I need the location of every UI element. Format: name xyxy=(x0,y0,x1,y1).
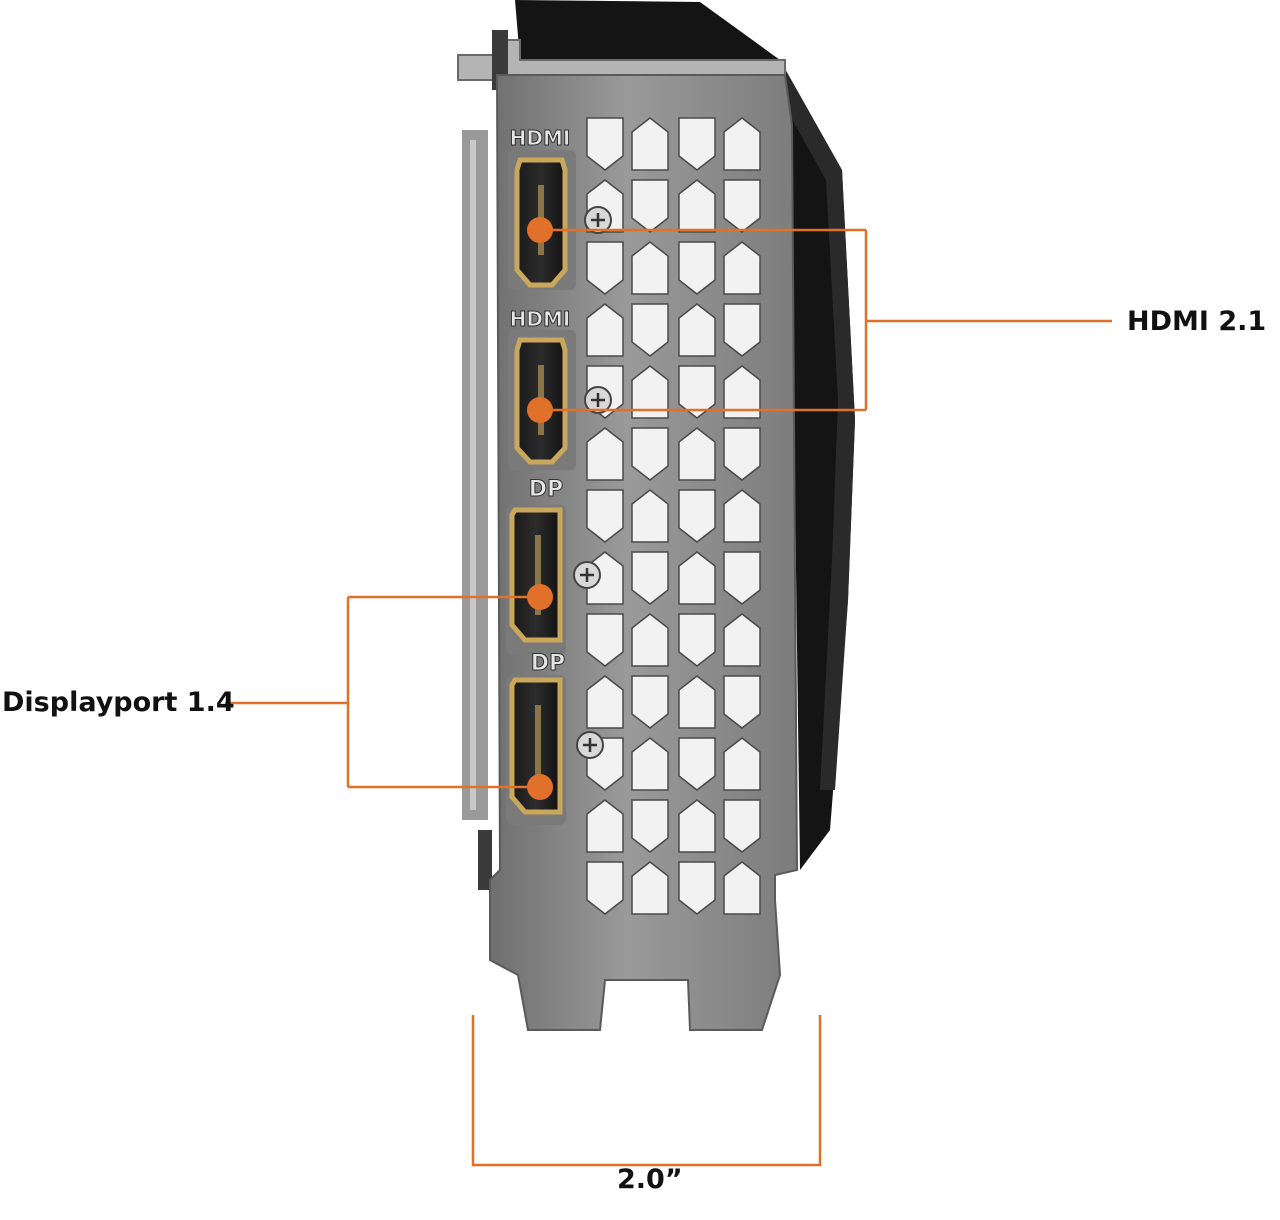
port-mark-hdmi-2: HDMI xyxy=(510,307,571,331)
callout-dot-dp-1 xyxy=(527,584,553,610)
vent-hole xyxy=(723,179,761,233)
vent-hole xyxy=(723,117,761,171)
vent-hole xyxy=(586,303,624,357)
displayport-1 xyxy=(509,507,563,643)
port-mark-dp-2: DP xyxy=(531,651,565,676)
vent-hole xyxy=(631,427,669,481)
vent-hole xyxy=(631,241,669,295)
vent-hole xyxy=(678,179,716,233)
vent-hole xyxy=(586,799,624,853)
vent-hole xyxy=(631,861,669,915)
screw-3 xyxy=(573,561,601,589)
vent-hole xyxy=(678,737,716,791)
vent-hole xyxy=(631,365,669,419)
vent-hole xyxy=(678,613,716,667)
vent-hole xyxy=(631,117,669,171)
width-dimension-label: 2.0” xyxy=(617,1164,683,1195)
vent-hole xyxy=(678,427,716,481)
vent-hole xyxy=(723,799,761,853)
screw-2 xyxy=(584,386,612,414)
vent-hole xyxy=(631,799,669,853)
vent-hole xyxy=(586,489,624,543)
port-mark-hdmi-1: HDMI xyxy=(510,126,571,150)
vent-hole xyxy=(586,427,624,481)
vent-hole xyxy=(678,861,716,915)
vent-hole xyxy=(678,799,716,853)
vent-hole xyxy=(586,241,624,295)
vent-hole xyxy=(586,613,624,667)
gpu-shroud-edge xyxy=(770,60,855,790)
vent-hole xyxy=(631,303,669,357)
vent-hole xyxy=(678,675,716,729)
callout-dot-dp-2 xyxy=(527,774,553,800)
vent-hole xyxy=(586,675,624,729)
vent-hole xyxy=(678,303,716,357)
vent-hole xyxy=(631,489,669,543)
vent-hole xyxy=(723,675,761,729)
screw-1 xyxy=(584,206,612,234)
hdmi-callout-label: HDMI 2.1 xyxy=(1127,306,1267,337)
port-mark-dp-1: DP xyxy=(529,477,563,502)
vent-hole xyxy=(723,427,761,481)
vent-hole xyxy=(631,613,669,667)
vent-hole xyxy=(723,737,761,791)
callout-dot-hdmi-1 xyxy=(527,217,553,243)
vent-hole xyxy=(723,551,761,605)
vent-hole xyxy=(723,613,761,667)
vent-hole xyxy=(586,861,624,915)
vent-hole xyxy=(723,241,761,295)
vent-hole xyxy=(723,365,761,419)
vent-hole xyxy=(678,489,716,543)
vent-hole xyxy=(678,551,716,605)
vent-hole xyxy=(723,303,761,357)
vent-hole xyxy=(631,551,669,605)
vent-hole xyxy=(631,675,669,729)
screw-4 xyxy=(576,731,604,759)
vent-hole xyxy=(678,117,716,171)
displayport-callout-label: Displayport 1.4 xyxy=(2,687,235,718)
vent-hole xyxy=(631,737,669,791)
vent-hole xyxy=(723,489,761,543)
vent-hole xyxy=(631,179,669,233)
dp-callout-lines xyxy=(225,595,540,789)
vent-hole xyxy=(678,241,716,295)
hdmi-callout-lines xyxy=(540,228,1112,412)
vent-hole xyxy=(723,861,761,915)
vent-hole xyxy=(586,117,624,171)
width-dimension-bracket xyxy=(471,1015,822,1167)
callout-dot-hdmi-2 xyxy=(527,397,553,423)
